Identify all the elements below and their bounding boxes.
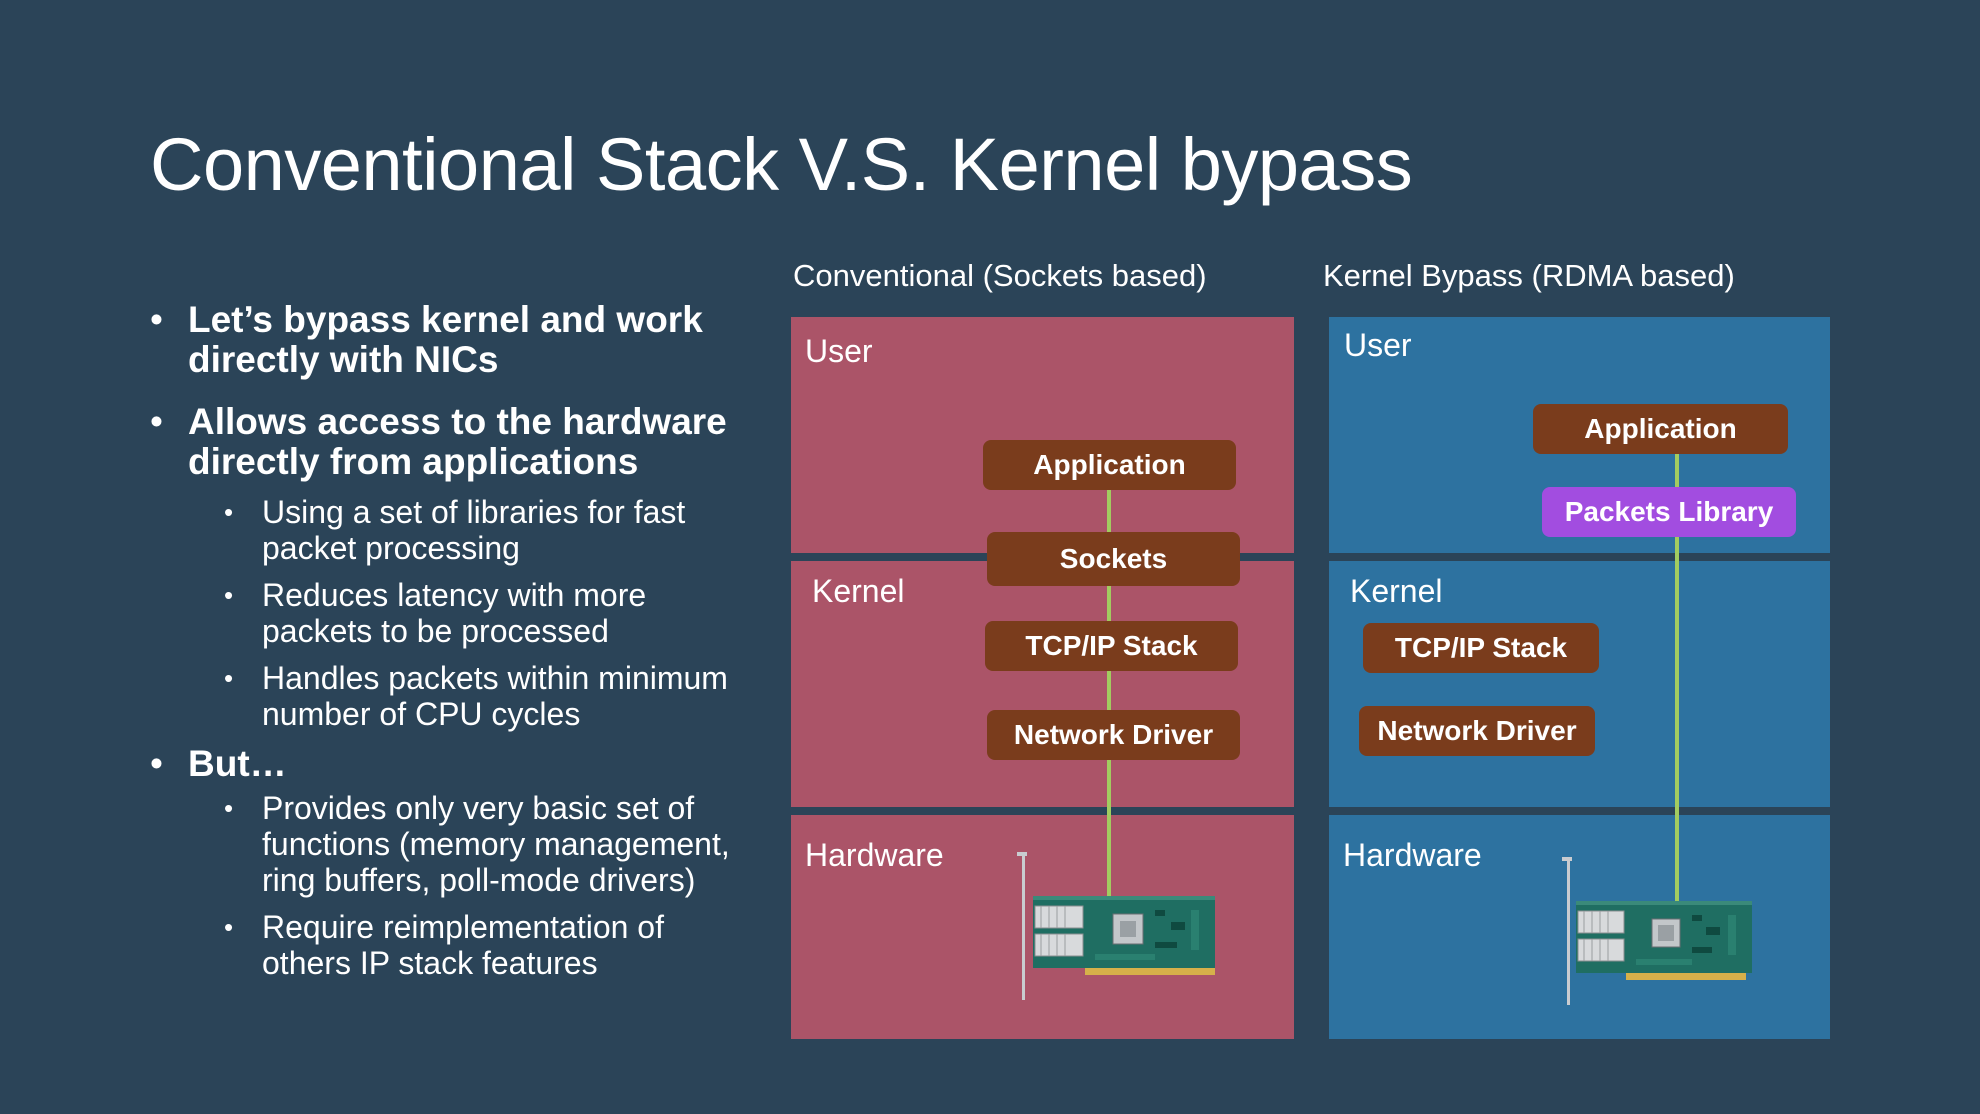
network-interface-card-icon <box>1562 857 1752 1005</box>
conventional-kernel-zone: Kernel <box>791 561 1294 807</box>
sub-bullet-basic-functions: Provides only very basic set of function… <box>150 790 760 898</box>
bypass-heading: Kernel Bypass (RDMA based) <box>1323 258 1735 293</box>
conventional-tcpip-box: TCP/IP Stack <box>985 621 1238 671</box>
sub-bullet-reimplementation: Require reimplementation of others IP st… <box>150 909 760 981</box>
bypass-data-path <box>1675 450 1679 905</box>
bypass-tcpip-box: TCP/IP Stack <box>1363 623 1599 673</box>
bullet-hardware-access: Allows access to the hardware directly f… <box>150 402 760 482</box>
bullet-but: But… <box>150 744 760 785</box>
sub-bullet-libraries: Using a set of libraries for fast packet… <box>150 494 760 566</box>
sub-bullet-cpu-cycles: Handles packets within minimum number of… <box>150 660 760 732</box>
conventional-driver-box: Network Driver <box>987 710 1240 760</box>
bypass-application-box: Application <box>1533 404 1788 454</box>
slide-title: Conventional Stack V.S. Kernel bypass <box>150 123 1413 206</box>
bypass-user-label: User <box>1344 327 1412 363</box>
bypass-driver-box: Network Driver <box>1359 706 1595 756</box>
network-interface-card-icon <box>1017 852 1215 1000</box>
bypass-kernel-zone: Kernel <box>1329 561 1830 807</box>
conventional-application-box: Application <box>983 440 1236 490</box>
bypass-hardware-label: Hardware <box>1343 837 1482 873</box>
bullet-list: Let’s bypass kernel and work directly wi… <box>150 300 760 992</box>
sub-bullet-latency: Reduces latency with more packets to be … <box>150 577 760 649</box>
conventional-heading: Conventional (Sockets based) <box>793 258 1207 293</box>
conventional-data-path <box>1107 487 1111 905</box>
conventional-kernel-label: Kernel <box>812 573 905 609</box>
conventional-user-zone: User <box>791 317 1294 553</box>
bypass-packets-library-box: Packets Library <box>1542 487 1796 537</box>
conventional-hardware-label: Hardware <box>805 837 944 873</box>
bypass-kernel-label: Kernel <box>1350 573 1443 609</box>
conventional-sockets-box: Sockets <box>987 532 1240 586</box>
conventional-user-label: User <box>805 333 873 369</box>
bullet-bypass-kernel: Let’s bypass kernel and work directly wi… <box>150 300 760 380</box>
